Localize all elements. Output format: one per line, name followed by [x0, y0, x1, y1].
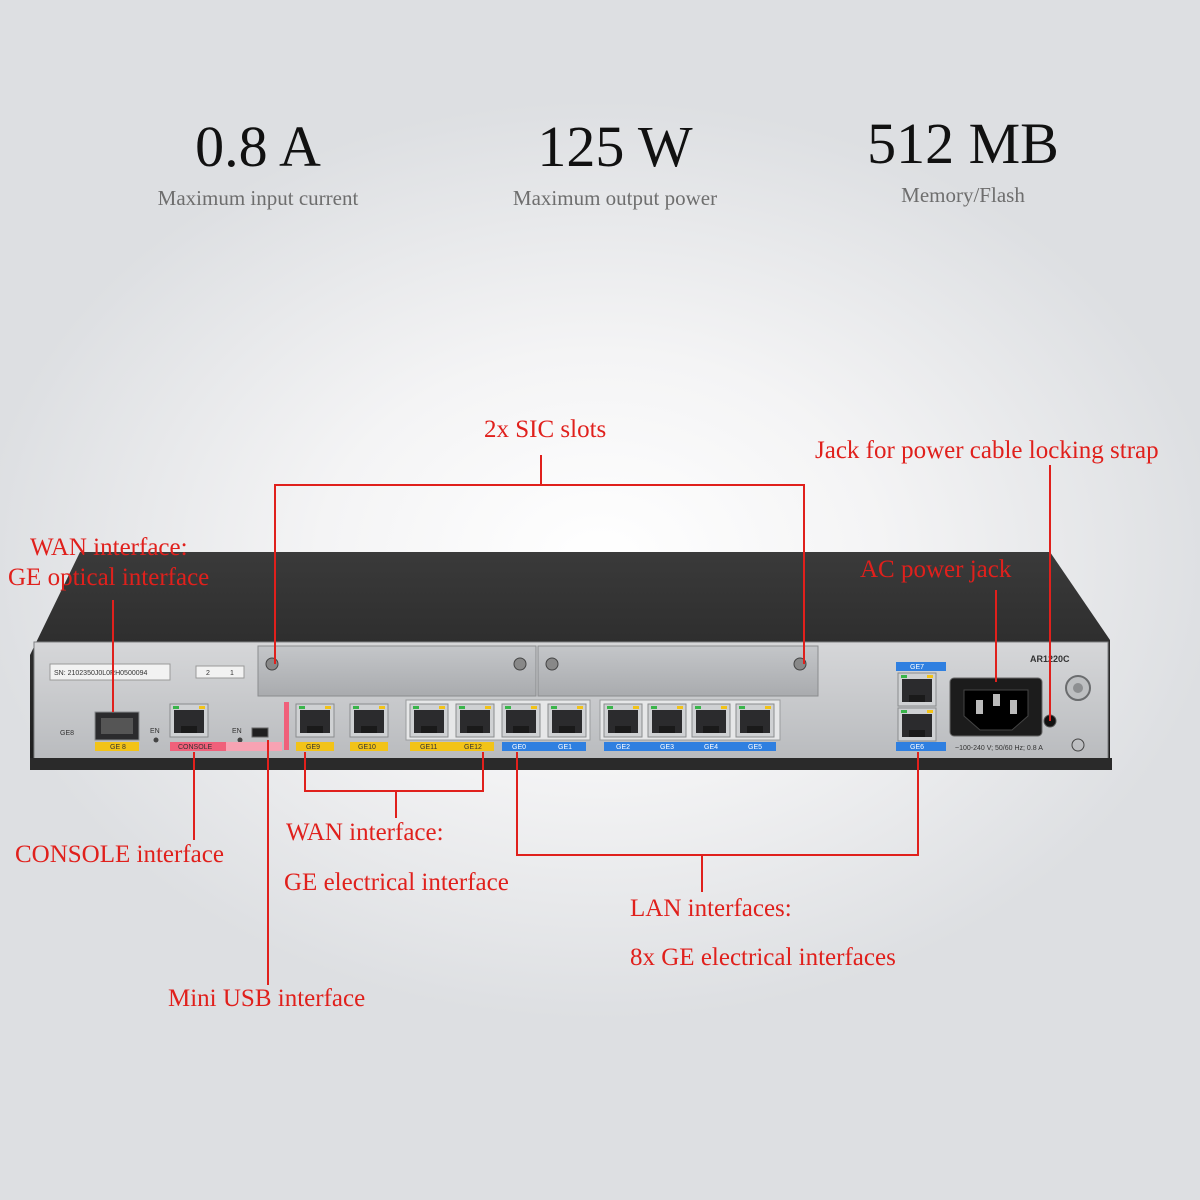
console-en-label: EN — [150, 728, 160, 735]
ge6-label: GE6 — [910, 744, 924, 751]
spec-value: 125 W — [537, 114, 693, 179]
port-ge7[interactable] — [897, 672, 937, 707]
sfp-port-label: GE 8 — [110, 744, 126, 751]
callout-wan-electrical-1: WAN interface: — [286, 819, 444, 846]
spec-memory: 512 MB Memory/Flash — [803, 115, 1123, 208]
ge3-label: GE3 — [660, 744, 674, 751]
console-port[interactable] — [169, 703, 209, 738]
spec-value: 512 MB — [867, 111, 1059, 176]
port-ge10[interactable] — [349, 703, 389, 738]
slot-number-1: 1 — [230, 670, 234, 677]
port-ge2[interactable] — [603, 703, 643, 738]
port-ge9[interactable] — [295, 703, 335, 738]
power-rating-label: ~100-240 V; 50/60 Hz; 0.8 A — [955, 745, 1043, 752]
ge7-label: GE7 — [910, 664, 924, 671]
spec-max-power: 125 W Maximum output power — [455, 118, 775, 211]
port-ge0[interactable] — [501, 703, 541, 738]
spec-value: 0.8 A — [195, 114, 321, 179]
usb-en-label: EN — [232, 728, 242, 735]
port-ge6[interactable] — [897, 707, 937, 742]
sfp-side-label: GE8 — [60, 730, 74, 737]
callout-lan-1: LAN interfaces: — [630, 895, 792, 922]
callout-lan-2: 8x GE electrical interfaces — [630, 944, 896, 971]
callout-sic-slots: 2x SIC slots — [484, 416, 607, 443]
console-port-label: CONSOLE — [178, 744, 213, 751]
ge0-label: GE0 — [512, 744, 526, 751]
callout-ac-jack: AC power jack — [860, 556, 1012, 583]
callout-wan-electrical-2: GE electrical interface — [284, 869, 509, 896]
callout-wan-optical-1: WAN interface: — [30, 534, 188, 561]
ge1-label: GE1 — [558, 744, 572, 751]
ge5-label: GE5 — [748, 744, 762, 751]
callout-mini-usb: Mini USB interface — [168, 985, 366, 1012]
ge12-label: GE12 — [464, 744, 482, 751]
ge4-label: GE4 — [704, 744, 718, 751]
ge10-label: GE10 — [358, 744, 376, 751]
spec-label: Maximum input current — [157, 186, 359, 210]
spec-label: Maximum output power — [512, 186, 718, 210]
port-ge12[interactable] — [455, 703, 495, 738]
port-ge11[interactable] — [409, 703, 449, 738]
ge11-label: GE11 — [420, 744, 437, 751]
port-ge3[interactable] — [647, 703, 687, 738]
callout-wan-optical-2: GE optical interface — [8, 564, 210, 591]
port-ge4[interactable] — [691, 703, 731, 738]
callout-lock-jack: Jack for power cable locking strap — [815, 437, 1159, 464]
port-ge5[interactable] — [735, 703, 775, 738]
spec-max-current: 0.8 A Maximum input current — [98, 118, 418, 211]
ge2-label: GE2 — [616, 744, 630, 751]
callout-console: CONSOLE interface — [15, 841, 224, 868]
ge9-label: GE9 — [306, 744, 320, 751]
slot-number-2: 2 — [206, 670, 210, 677]
serial-label: SN: 2102350J0L0RH0500094 — [54, 670, 148, 677]
port-ge1[interactable] — [547, 703, 587, 738]
spec-label: Memory/Flash — [901, 183, 1025, 207]
